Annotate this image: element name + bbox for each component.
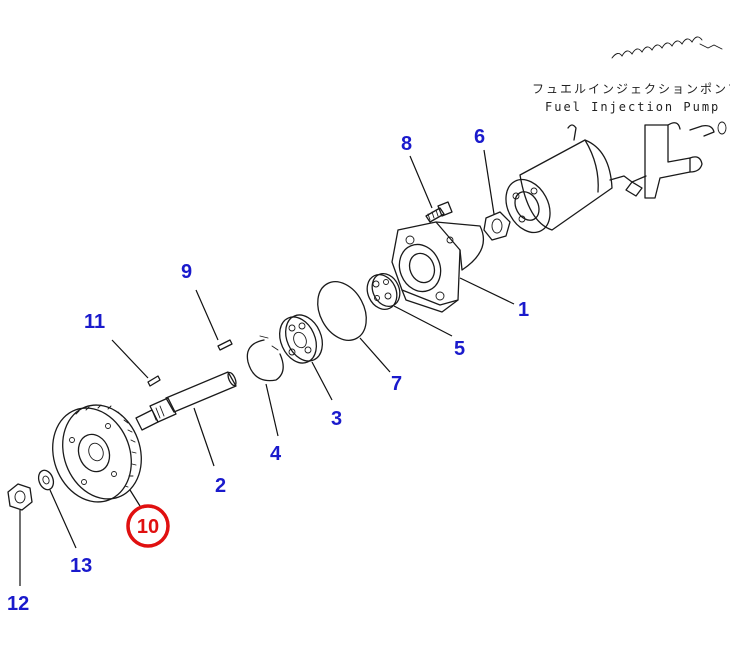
callout-12[interactable]: 12 bbox=[7, 593, 29, 615]
caption-english: Fuel Injection Pump bbox=[545, 100, 720, 114]
part-2-shaft bbox=[135, 371, 237, 431]
callout-10[interactable]: 10 bbox=[137, 516, 159, 538]
part-1-housing bbox=[391, 221, 485, 313]
caption-japanese: フュエルインジェクションポンプ bbox=[532, 82, 730, 96]
part-6-nut bbox=[483, 211, 511, 241]
callout-5[interactable]: 5 bbox=[454, 338, 465, 360]
highlight-ring-10 bbox=[126, 504, 170, 548]
callout-7[interactable]: 7 bbox=[391, 373, 402, 395]
part-8-bolt bbox=[425, 201, 453, 223]
callout-9[interactable]: 9 bbox=[181, 261, 192, 283]
callout-11[interactable]: 11 bbox=[84, 311, 105, 333]
callout-6[interactable]: 6 bbox=[474, 126, 485, 148]
callout-1[interactable]: 1 bbox=[518, 299, 529, 321]
callout-3[interactable]: 3 bbox=[331, 408, 342, 430]
part-13-washer bbox=[37, 469, 55, 491]
part-7-o-ring bbox=[317, 281, 367, 341]
break-line-tail bbox=[699, 43, 723, 50]
leader-lines bbox=[19, 149, 515, 586]
fuel-injection-pump bbox=[505, 121, 727, 234]
break-line bbox=[611, 36, 703, 59]
callout-8[interactable]: 8 bbox=[401, 133, 412, 155]
callout-labels: 1 2 3 4 5 6 7 8 9 10 11 12 13 bbox=[7, 126, 529, 615]
part-3-bearing bbox=[279, 314, 323, 364]
part-11-key bbox=[147, 375, 161, 387]
part-5-coupling bbox=[366, 272, 401, 311]
callout-4[interactable]: 4 bbox=[270, 443, 282, 465]
part-10-gear bbox=[52, 404, 142, 503]
part-12-nut bbox=[7, 483, 33, 511]
part-4-snap-ring bbox=[246, 335, 284, 382]
part-9-key bbox=[217, 339, 233, 351]
callout-2[interactable]: 2 bbox=[215, 475, 226, 497]
callout-13[interactable]: 13 bbox=[70, 555, 92, 577]
